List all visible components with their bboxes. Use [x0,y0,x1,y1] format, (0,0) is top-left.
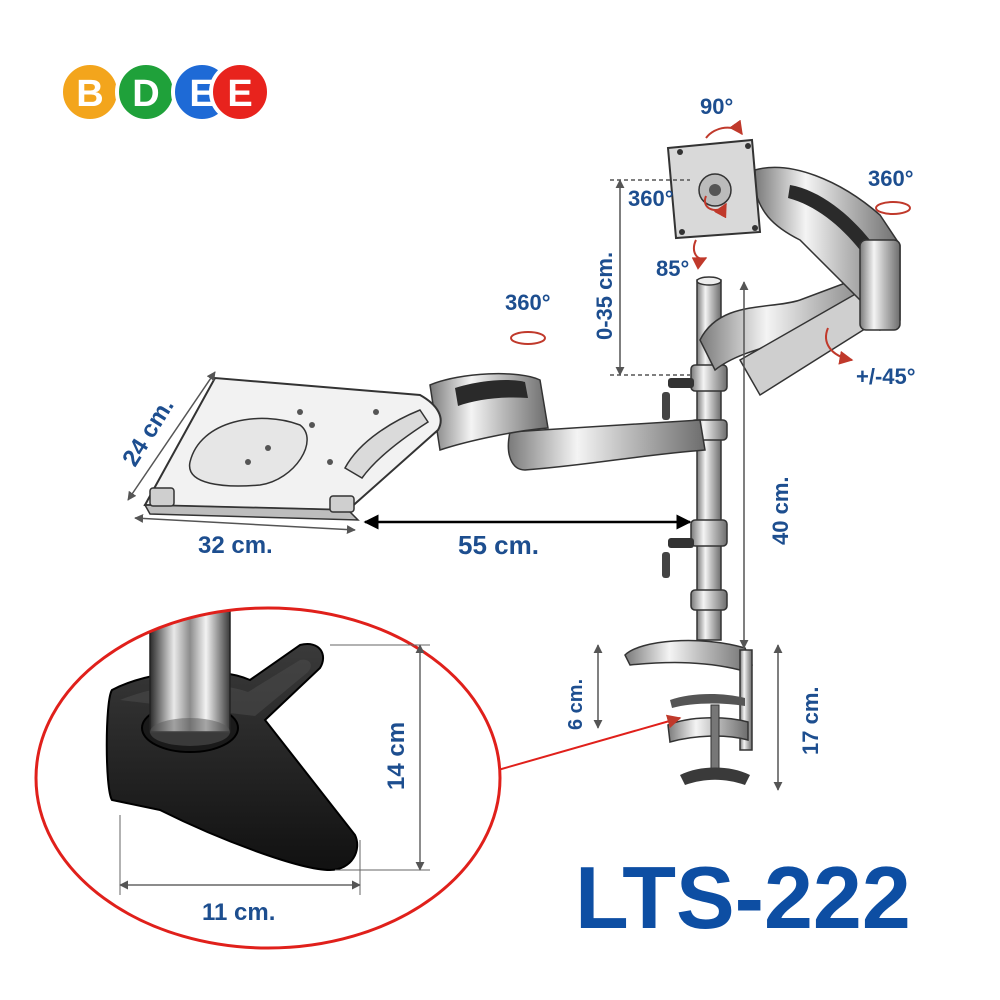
svg-text:E: E [227,73,252,115]
pole-height-label: 40 cm. [768,477,793,546]
tray-arm [429,372,706,471]
bottom-collar [690,589,728,611]
tilt-down-arrow [691,239,708,270]
svg-text:D: D [132,73,159,115]
tray-swivel-arrow [510,331,546,345]
callout-arrow [497,714,682,771]
clamp-bottom-plate [667,717,749,743]
svg-text:B: B [76,73,103,115]
arm-tilt-label: +/-45° [856,364,916,389]
monitor-arm [699,166,901,397]
tray-depth-line [127,371,216,501]
rotation-arrows [510,119,911,365]
arm-swivel-arrow [875,201,911,215]
arm-reach-label: 55 cm. [458,530,539,560]
tray-stopper-right [329,495,355,513]
tray-width-line [134,513,356,535]
upper-knob [662,378,694,420]
vesa-rotate-arrow [703,195,727,219]
tray-stopper-left [149,487,175,507]
clamp-handle [680,767,750,785]
arm-tilt-arrow [825,327,854,365]
logo-letter-e2: E [209,61,271,123]
clamp-opening-label: 6 cm. [565,679,587,730]
tray-arm-spring-cover [455,380,528,406]
tilt-top-arrow [705,119,743,139]
lower-collar [690,519,728,547]
tray-swivel-label: 360° [505,290,551,315]
arm-swivel-label: 360° [868,166,914,191]
tray-cutout [189,417,308,487]
base-inset: 14 cm 11 cm. [34,606,502,950]
vesa-plate [666,138,762,240]
base-height-label: 14 cm [383,722,410,790]
clamp-desk-pad [670,694,745,708]
desk-clamp [624,639,753,785]
height-adjust-label: 0-35 cm. [592,252,617,340]
gas-spring-cover [788,185,870,250]
lower-knob [662,538,694,578]
tilt-top-label: 90° [700,94,733,119]
clamp-height-label: 17 cm. [798,687,823,756]
arm-joint [859,239,901,331]
brand-logo: B D E E [59,61,271,123]
tray-screw-holes [245,409,379,465]
laptop-tray [143,376,442,521]
upper-collar [690,364,728,392]
logo-letter-d: D [115,61,177,123]
clamp-top-plate [624,639,753,671]
base-width-label: 11 cm. [202,899,275,926]
tray-width-label: 32 cm. [198,532,273,559]
clamp-screw [710,704,720,776]
tilt-down-label: 85° [656,256,689,281]
model-name: LTS-222 [575,848,911,947]
vesa-rotate-label: 360° [628,186,674,211]
dimension-lines [127,179,783,791]
inset-border [34,606,502,950]
logo-letter-b: B [59,61,121,123]
tray-lower-arm [507,419,706,471]
